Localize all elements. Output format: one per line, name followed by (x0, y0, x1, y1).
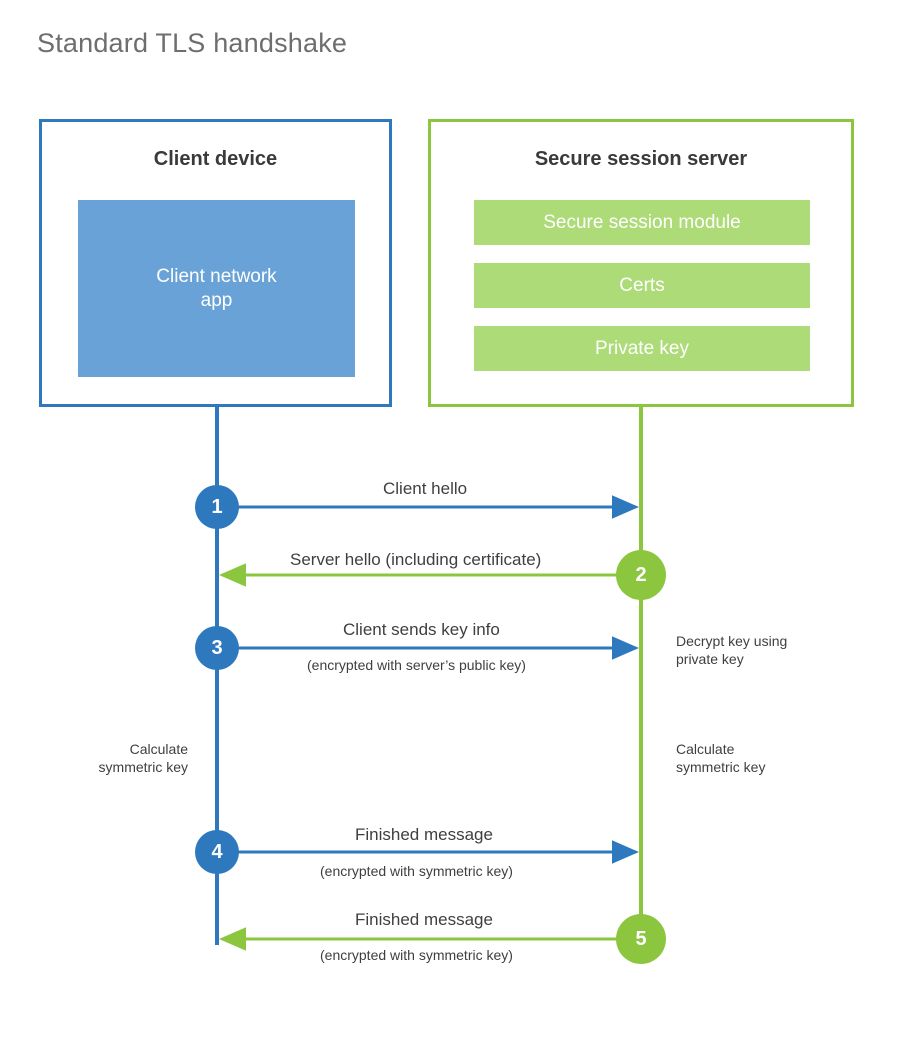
step-circle-1 (195, 485, 239, 529)
message-label-step-1: Client hello (383, 479, 468, 498)
secure-session-server-box: Secure session server Secure session mod… (428, 119, 854, 407)
step-circle-3 (195, 626, 239, 670)
message-label-step-2: Server hello (including certificate) (290, 550, 542, 569)
note-client-calculate-symmetric-key: Calculate symmetric key (98, 741, 188, 776)
step-circle-2 (616, 550, 666, 600)
note-server-calculate-symmetric-key: Calculate symmetric key (676, 741, 766, 776)
secure-session-server-title: Secure session server (534, 148, 748, 170)
message-label-step-5: Finished message (355, 910, 493, 929)
note-server-decrypt-key: Decrypt key using private key (676, 633, 788, 668)
client-device-title: Client device (153, 148, 278, 170)
message-label-step-3: Client sends key info (343, 620, 500, 639)
message-sublabel-step-4: (encrypted with symmetric key) (320, 863, 513, 879)
server-module-private-key: Private key (474, 326, 810, 371)
step-circle-4 (195, 830, 239, 874)
client-network-app-block: Client network app (78, 200, 355, 377)
server-module-secure-session-module: Secure session module (474, 200, 810, 245)
message-sublabel-step-5: (encrypted with symmetric key) (320, 947, 513, 963)
message-label-step-4: Finished message (355, 825, 493, 844)
step-circle-5 (616, 914, 666, 964)
page-title: Standard TLS handshake (37, 28, 348, 58)
message-sublabel-step-3: (encrypted with server’s public key) (307, 657, 526, 673)
server-module-certs: Certs (474, 263, 810, 308)
client-device-box: Client device Client network app (39, 119, 392, 407)
